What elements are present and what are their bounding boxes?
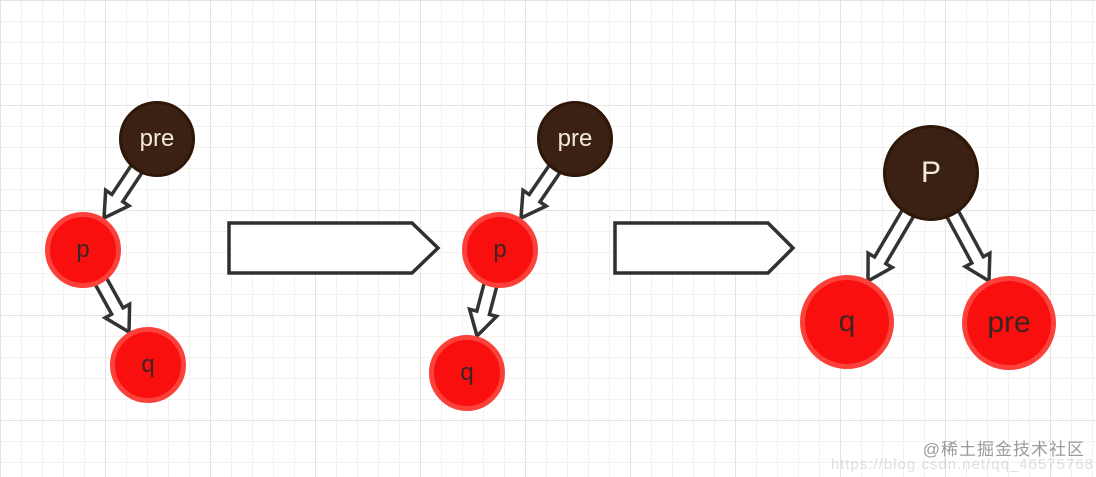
node-label: pre: [557, 125, 593, 152]
node-label: p: [76, 236, 90, 263]
node-label: q: [141, 351, 155, 378]
node-stage3-pre: pre: [962, 276, 1056, 370]
node-stage1-p: p: [45, 212, 121, 288]
step-arrow-banner: [613, 221, 796, 275]
node-stage1-q: q: [110, 327, 186, 403]
node-label: P: [920, 156, 941, 189]
node-label: pre: [987, 306, 1031, 339]
node-stage2-q: q: [429, 335, 505, 411]
step-arrow-banner: [227, 221, 441, 275]
pointer-arrow: [941, 203, 992, 285]
node-stage2-pre: pre: [537, 101, 613, 177]
node-stage1-pre: pre: [119, 101, 195, 177]
pointer-arrow: [866, 202, 919, 284]
node-label: q: [460, 359, 474, 386]
node-label: pre: [139, 125, 175, 152]
faint-url-watermark: https://blog.csdn.net/qq_46575768: [830, 456, 1094, 473]
node-stage3-P: P: [883, 125, 979, 221]
community-watermark: @稀土掘金技术社区: [922, 440, 1085, 459]
node-stage3-q: q: [800, 275, 894, 369]
node-stage2-p: p: [462, 212, 538, 288]
node-label: p: [493, 236, 507, 263]
node-label: q: [838, 305, 856, 338]
